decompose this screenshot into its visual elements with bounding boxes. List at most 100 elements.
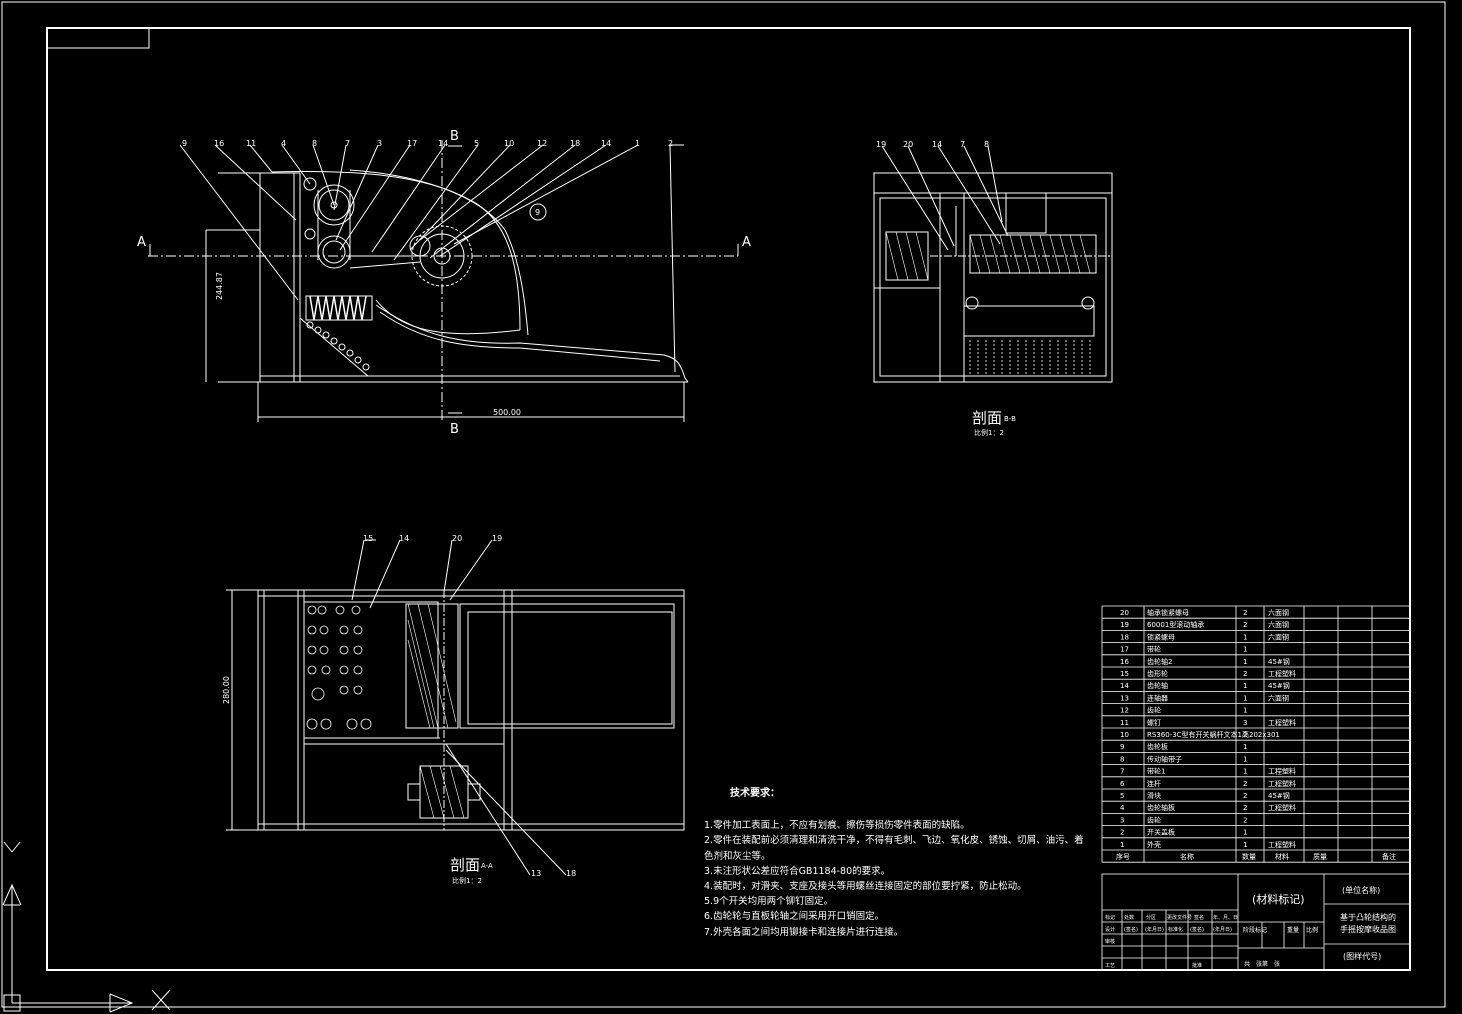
tb-col-1: 分区 xyxy=(1146,914,1156,921)
part-quantity: 1 xyxy=(1243,682,1247,690)
part-name: 带轮1 xyxy=(1147,767,1165,776)
part-material: 工程塑料 xyxy=(1268,840,1296,849)
section-b-scale: 比例1：2 xyxy=(974,428,1004,437)
section-label-b-top: B xyxy=(450,129,459,144)
section-label-a-right: A xyxy=(742,235,751,250)
part-quantity: 2 xyxy=(1243,792,1247,800)
part-number: 11 xyxy=(1120,719,1129,727)
part-number: 8 xyxy=(1120,755,1124,763)
callout-front-14: 1 xyxy=(635,139,640,148)
part-number: 2 xyxy=(1120,829,1124,837)
weight-label: 重量 xyxy=(1287,926,1299,934)
part-name: 锁紧螺母 xyxy=(1147,632,1175,641)
technical-requirements: 技术要求： 1.零件加工表面上，不应有划痕、擦伤等损伤零件表面的缺陷。 2.零件… xyxy=(704,786,1104,940)
technical-requirements-title: 技术要求： xyxy=(730,788,780,799)
section-label-a-left: A xyxy=(137,235,146,250)
callout-front-15: 2 xyxy=(668,139,673,148)
part-name: 带轮 xyxy=(1147,645,1161,654)
tb-col-4: 年、月、日 xyxy=(1213,914,1238,921)
material-mark: (材料标记) xyxy=(1252,892,1305,906)
section-label-b-bottom: B xyxy=(450,422,459,437)
header-weight: 质量 xyxy=(1313,852,1327,861)
sheet-border-inner xyxy=(46,27,1411,971)
part-number: 13 xyxy=(1120,694,1129,702)
callout-b-4: 8 xyxy=(984,140,989,149)
header-material: 材料 xyxy=(1275,852,1289,861)
part-name: 齿轮 xyxy=(1147,706,1161,715)
header-qty: 数量 xyxy=(1242,852,1256,861)
section-a-labels: 15 14 20 19 13 18 280.00 剖面 A-A 比例1：2 xyxy=(222,534,576,885)
part-number: 7 xyxy=(1120,768,1124,776)
part-number: 4 xyxy=(1120,804,1125,812)
part-quantity: 3 xyxy=(1243,719,1247,727)
part-number: 10 xyxy=(1120,731,1129,739)
tb-row-3: 工艺 xyxy=(1105,963,1115,969)
header-remark: 备注 xyxy=(1382,852,1396,861)
width-dimension: 500.00 xyxy=(493,408,521,417)
part-quantity: 2 xyxy=(1243,816,1247,824)
title-block-text: (材料标记) (单位名称) 基于凸轮结构的 手摇按摩收品图 (图样代号) 阶段标… xyxy=(1105,885,1396,969)
header-name: 名称 xyxy=(1180,852,1194,861)
part-number: 6 xyxy=(1120,780,1125,788)
callout-front-5: 7 xyxy=(345,139,350,148)
section-a-view xyxy=(226,539,685,876)
section-b-view xyxy=(873,145,1113,383)
callout-front-0: 9 xyxy=(182,139,187,148)
section-a-height: 280.00 xyxy=(222,676,231,704)
part-quantity: 2 xyxy=(1243,670,1247,678)
callout-front-internal: 9 xyxy=(535,208,540,217)
part-number: 3 xyxy=(1120,816,1124,824)
front-view-labels: B B A A 500.00 244.87 9 16 11 4 8 7 3 17… xyxy=(137,129,751,437)
header-no: 序号 xyxy=(1116,852,1130,861)
part-quantity: 1 xyxy=(1243,768,1247,776)
part-name: 齿轮板 xyxy=(1147,742,1168,751)
callout-b-3: 7 xyxy=(960,140,965,149)
part-number: 15 xyxy=(1120,670,1129,678)
requirement-item: 7.外壳各面之间均用铆接卡和连接片进行连接。 xyxy=(704,926,904,938)
ucs-icon xyxy=(2,841,171,1013)
callout-a-3: 19 xyxy=(492,534,502,543)
part-quantity: 1 xyxy=(1243,646,1247,654)
callout-front-11: 12 xyxy=(537,139,547,148)
part-number: 18 xyxy=(1120,633,1129,641)
section-a-title: 剖面 xyxy=(450,856,480,874)
callout-front-2: 11 xyxy=(246,139,256,148)
part-number: 16 xyxy=(1120,658,1129,666)
part-material: 六面钢 xyxy=(1268,632,1289,641)
tb-sign-3: (签名) xyxy=(1190,926,1204,933)
requirement-item: 6.齿轮轮与直板轮轴之间采用开口销固定。 xyxy=(704,911,885,923)
part-material: 工程塑料 xyxy=(1268,767,1296,776)
part-name: RS360-3C型有开关蜗杆文本1高202x301 xyxy=(1147,730,1280,739)
part-number: 17 xyxy=(1120,646,1129,654)
part-material: 六面钢 xyxy=(1268,620,1289,629)
requirement-item: 5.9个开关均用两个铆钉固定。 xyxy=(704,896,834,908)
callout-front-8: 14 xyxy=(438,139,448,148)
part-material: 工程塑料 xyxy=(1268,779,1296,788)
drawing-title-2: 手摇按摩收品图 xyxy=(1340,924,1396,934)
title-block xyxy=(1101,873,1411,971)
part-name: 滑块 xyxy=(1147,791,1161,800)
callout-front-10: 10 xyxy=(504,139,514,148)
part-quantity: 1 xyxy=(1243,743,1247,751)
section-a-scale: 比例1：2 xyxy=(452,876,482,885)
ratio-label: 比例 xyxy=(1306,926,1318,934)
callout-front-3: 4 xyxy=(281,139,286,148)
callout-front-9: 5 xyxy=(474,139,479,148)
callout-a-2: 20 xyxy=(452,534,462,543)
part-name: 螺钉 xyxy=(1147,718,1161,727)
part-name: 轴承锁紧螺母 xyxy=(1147,608,1189,617)
tb-row-1: 设计 xyxy=(1105,926,1115,933)
part-number: 20 xyxy=(1120,609,1129,617)
tb-col-2: 更改文件号 xyxy=(1167,914,1192,921)
part-material: 六面钢 xyxy=(1268,608,1289,617)
part-number: 14 xyxy=(1120,682,1129,690)
callout-front-6: 3 xyxy=(377,139,382,148)
part-quantity: 2 xyxy=(1243,780,1247,788)
requirement-item: 2.零件在装配前必须清理和清洗干净，不得有毛刺、飞边、氧化皮、锈蚀、切屑、油污、… xyxy=(704,835,1084,862)
part-name: 齿轮轴 xyxy=(1147,681,1168,690)
section-a-title-suffix: A-A xyxy=(481,862,493,870)
part-quantity: 1 xyxy=(1243,658,1247,666)
callout-a-1: 14 xyxy=(399,534,409,543)
